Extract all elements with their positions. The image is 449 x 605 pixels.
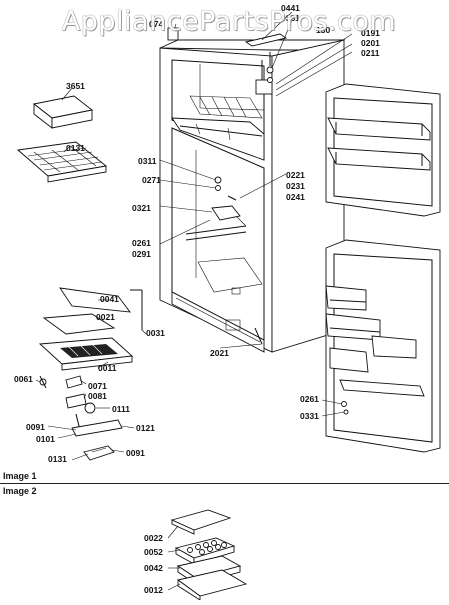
image-2-label: Image 2 bbox=[3, 486, 37, 496]
control-assembly bbox=[38, 287, 143, 461]
callout-0091-left: 0091 bbox=[26, 422, 45, 432]
callout-0052: 0052 bbox=[144, 547, 163, 557]
callout-0191: 0191 bbox=[361, 28, 380, 38]
leader-lines bbox=[35, 11, 353, 591]
callout-0021: 0021 bbox=[96, 312, 115, 322]
callout-0022: 0022 bbox=[144, 533, 163, 543]
fresh-food-door bbox=[325, 239, 441, 453]
callout-labels: 0441 0381 130 0191 0201 0211 074 3651 01… bbox=[14, 3, 380, 595]
ice-bin-and-shelf bbox=[16, 95, 108, 183]
callout-074: 074 bbox=[149, 19, 163, 29]
callout-0061: 0061 bbox=[14, 374, 33, 384]
callout-0211: 0211 bbox=[361, 48, 380, 58]
callout-0131-control: 0131 bbox=[48, 454, 67, 464]
callout-0321: 0321 bbox=[132, 203, 151, 213]
callout-0231: 0231 bbox=[286, 181, 305, 191]
callout-0041: 0041 bbox=[100, 294, 119, 304]
callout-0381: 0381 bbox=[281, 13, 300, 23]
callout-0291: 0291 bbox=[132, 249, 151, 259]
callout-0131-shelf: 0131 bbox=[66, 143, 85, 153]
cabinet bbox=[159, 39, 346, 353]
callout-0031: 0031 bbox=[146, 328, 165, 338]
callout-130: 130 bbox=[316, 25, 330, 35]
callout-0101: 0101 bbox=[36, 434, 55, 444]
callout-0221: 0221 bbox=[286, 170, 305, 180]
callout-3651: 3651 bbox=[66, 81, 85, 91]
callout-0012: 0012 bbox=[144, 585, 163, 595]
top-hinge-parts bbox=[167, 27, 288, 83]
callout-0261-freezer: 0261 bbox=[132, 238, 151, 248]
callout-0081: 0081 bbox=[88, 391, 107, 401]
callout-0091-right: 0091 bbox=[126, 448, 145, 458]
callout-0311: 0311 bbox=[138, 156, 157, 166]
callout-0071: 0071 bbox=[88, 381, 107, 391]
image-1-label: Image 1 bbox=[3, 471, 37, 481]
callout-2021: 2021 bbox=[210, 348, 229, 358]
callout-0241: 0241 bbox=[286, 192, 305, 202]
freezer-door bbox=[325, 83, 441, 217]
image2-drawer-parts bbox=[170, 509, 248, 601]
callout-0271: 0271 bbox=[142, 175, 161, 185]
callout-0042: 0042 bbox=[144, 563, 163, 573]
callout-0441: 0441 bbox=[281, 3, 300, 13]
callout-0011: 0011 bbox=[98, 363, 117, 373]
callout-0121: 0121 bbox=[136, 423, 155, 433]
callout-0111: 0111 bbox=[112, 404, 130, 414]
callout-0331: 0331 bbox=[300, 411, 319, 421]
image-divider bbox=[0, 483, 449, 484]
callout-0201: 0201 bbox=[361, 38, 380, 48]
callout-0261-door: 0261 bbox=[300, 394, 319, 404]
